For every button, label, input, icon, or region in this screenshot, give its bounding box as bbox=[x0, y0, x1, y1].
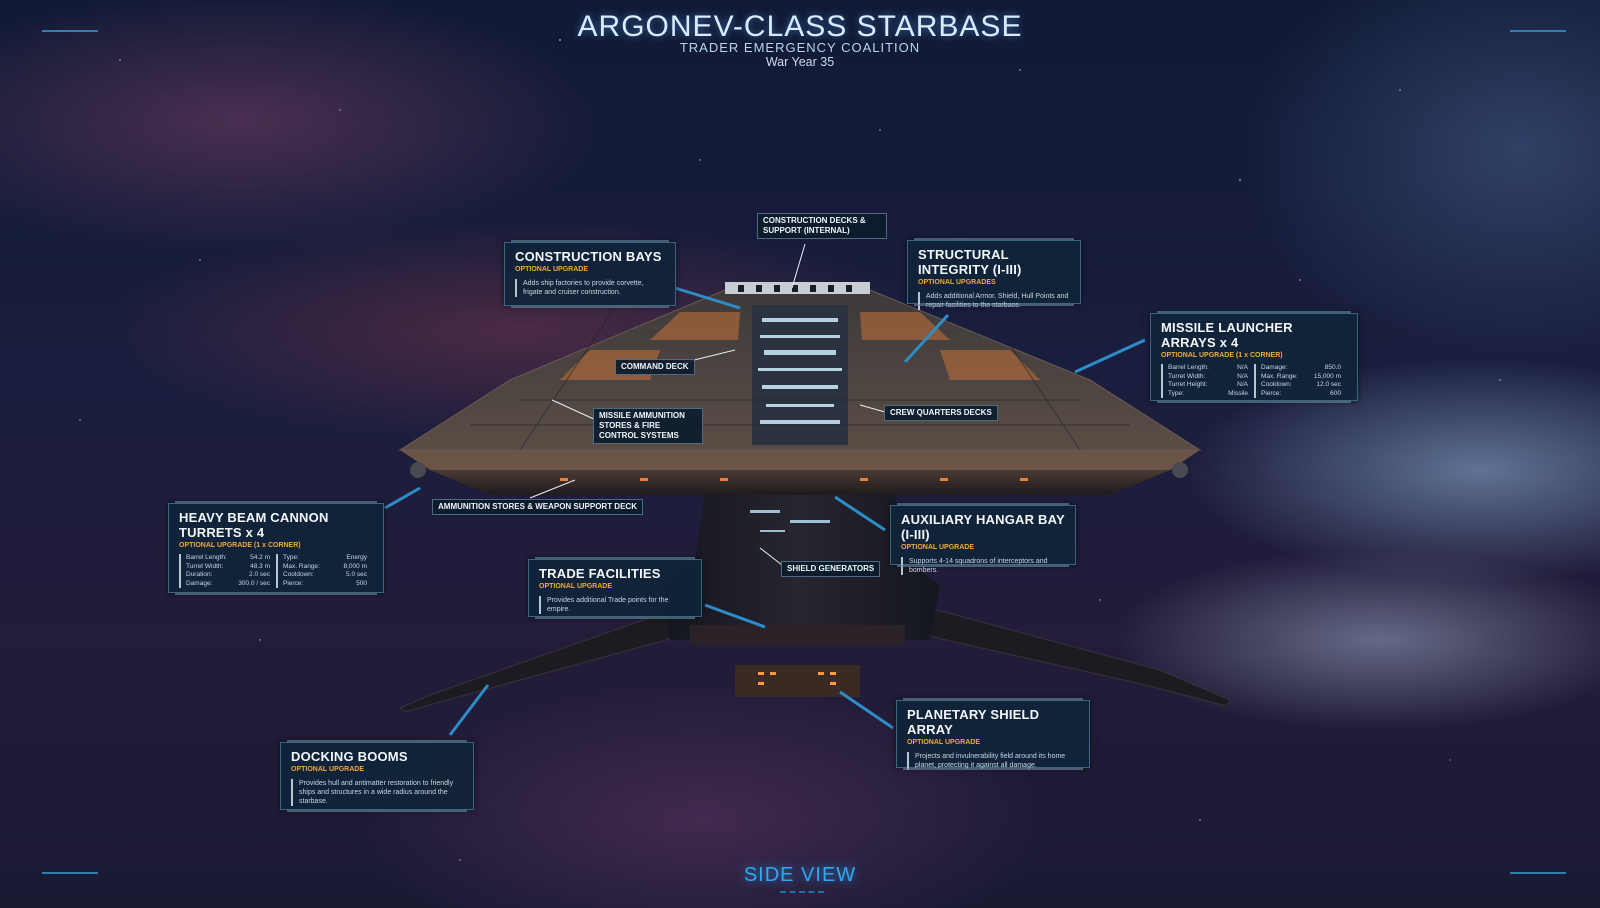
card-subtitle: OPTIONAL UPGRADE bbox=[901, 544, 974, 551]
stat-column-left: Barrel Length:54.2 m Turret Width:48.3 m… bbox=[179, 554, 270, 588]
view-label-underline bbox=[780, 891, 824, 899]
card-subtitle: OPTIONAL UPGRADES bbox=[918, 279, 996, 286]
card-subtitle: OPTIONAL UPGRADE bbox=[515, 266, 588, 273]
label-crew-quarters: CREW QUARTERS DECKS bbox=[884, 405, 998, 421]
card-title: TRADE FACILITIES bbox=[539, 566, 661, 581]
card-title: MISSILE LAUNCHER ARRAYS x 4 bbox=[1161, 320, 1293, 350]
stat-column-left: Barrel Length:N/A Turret Width:N/A Turre… bbox=[1161, 364, 1248, 398]
stat-column-right: Damage:850.0 Max. Range:15,000 m Cooldow… bbox=[1254, 364, 1341, 398]
stat-row: Turret Width:48.3 m bbox=[186, 562, 270, 570]
card-description: Adds additional Armor, Shield, Hull Poin… bbox=[918, 292, 1070, 310]
card-structural-integrity: STRUCTURAL INTEGRITY (I-III) OPTIONAL UP… bbox=[907, 238, 1081, 310]
label-shield-generators: SHIELD GENERATORS bbox=[781, 561, 881, 577]
card-subtitle: OPTIONAL UPGRADE (1 x CORNER) bbox=[179, 542, 301, 549]
card-description: Provides hull and antimatter restoration… bbox=[291, 779, 463, 806]
label-missile-ammunition: MISSILE AMMUNITION STORES & FIRE CONTROL… bbox=[593, 408, 703, 444]
card-missile-launcher-arrays: MISSILE LAUNCHER ARRAYS x 4 OPTIONAL UPG… bbox=[1150, 311, 1358, 403]
era-label: War Year 35 bbox=[765, 55, 835, 69]
frame-corner-top-right bbox=[1510, 30, 1566, 40]
stat-row: Cooldown:5.0 sec bbox=[283, 571, 367, 578]
frame-corner-bottom-right bbox=[1510, 872, 1566, 882]
card-title: CONSTRUCTION BAYS bbox=[515, 249, 662, 264]
card-subtitle: OPTIONAL UPGRADE bbox=[907, 739, 980, 746]
stat-row: Type:Missile bbox=[1168, 389, 1248, 397]
label-command-deck: COMMAND DECK bbox=[615, 359, 695, 375]
stat-table: Barrel Length:N/A Turret Width:N/A Turre… bbox=[1161, 364, 1347, 398]
stat-table: Barrel Length:54.2 m Turret Width:48.3 m… bbox=[179, 554, 373, 588]
card-heavy-beam-cannon-turrets: HEAVY BEAM CANNON TURRETS x 4 OPTIONAL U… bbox=[168, 501, 384, 595]
card-description: Supports 4-14 squadrons of interceptors … bbox=[901, 557, 1065, 575]
view-label: SIDE VIEW bbox=[743, 864, 857, 886]
faction-subtitle: TRADER EMERGENCY COALITION bbox=[679, 40, 921, 55]
stat-row: Damage:300.0 / sec bbox=[186, 579, 270, 587]
card-construction-bays: CONSTRUCTION BAYS OPTIONAL UPGRADE Adds … bbox=[504, 240, 676, 308]
card-planetary-shield-array: PLANETARY SHIELD ARRAY OPTIONAL UPGRADE … bbox=[896, 698, 1090, 770]
card-subtitle: OPTIONAL UPGRADE (1 x CORNER) bbox=[1161, 352, 1283, 359]
card-auxiliary-hangar-bay: AUXILIARY HANGAR BAY (I-III) OPTIONAL UP… bbox=[890, 503, 1076, 575]
frame-corner-top-left bbox=[42, 30, 98, 40]
card-title: DOCKING BOOMS bbox=[291, 749, 408, 764]
card-title: STRUCTURAL INTEGRITY (I-III) bbox=[918, 247, 1022, 277]
card-subtitle: OPTIONAL UPGRADE bbox=[539, 583, 612, 590]
stat-row: Pierce:600 bbox=[1261, 389, 1341, 397]
stat-row: Turret Width:N/A bbox=[1168, 372, 1248, 380]
label-ammunition-stores: AMMUNITION STORES & WEAPON SUPPORT DECK bbox=[432, 499, 643, 515]
stat-row: Barrel Length:N/A bbox=[1168, 364, 1248, 371]
card-description: Projects and invulnerability field aroun… bbox=[907, 752, 1079, 770]
card-docking-booms: DOCKING BOOMS OPTIONAL UPGRADE Provides … bbox=[280, 740, 474, 812]
stat-column-right: Type:Energy Max. Range:8,000 m Cooldown:… bbox=[276, 554, 367, 588]
stat-row: Turret Height:N/A bbox=[1168, 381, 1248, 388]
stat-row: Damage:850.0 bbox=[1261, 364, 1341, 371]
stat-row: Pierce:500 bbox=[283, 579, 367, 587]
stat-row: Max. Range:8,000 m bbox=[283, 562, 367, 570]
stat-row: Duration:2.0 sec bbox=[186, 571, 270, 578]
stat-row: Type:Energy bbox=[283, 554, 367, 561]
label-construction-decks: CONSTRUCTION DECKS & SUPPORT (INTERNAL) bbox=[757, 213, 887, 239]
page-title: ARGONEV-CLASS STARBASE bbox=[577, 10, 1023, 43]
pointer-arrows bbox=[384, 286, 1146, 736]
frame-corner-bottom-left bbox=[42, 872, 98, 882]
card-title: AUXILIARY HANGAR BAY (I-III) bbox=[901, 512, 1065, 542]
card-description: Adds ship factories to provide corvette,… bbox=[515, 279, 665, 297]
card-title: HEAVY BEAM CANNON TURRETS x 4 bbox=[179, 510, 329, 540]
card-title: PLANETARY SHIELD ARRAY bbox=[907, 707, 1040, 737]
stat-row: Max. Range:15,000 m bbox=[1261, 372, 1341, 380]
card-subtitle: OPTIONAL UPGRADE bbox=[291, 766, 364, 773]
card-description: Provides additional Trade points for the… bbox=[539, 596, 691, 614]
card-trade-facilities: TRADE FACILITIES OPTIONAL UPGRADE Provid… bbox=[528, 557, 702, 619]
stat-row: Barrel Length:54.2 m bbox=[186, 554, 270, 561]
stat-row: Cooldown:12.0 sec bbox=[1261, 381, 1341, 388]
